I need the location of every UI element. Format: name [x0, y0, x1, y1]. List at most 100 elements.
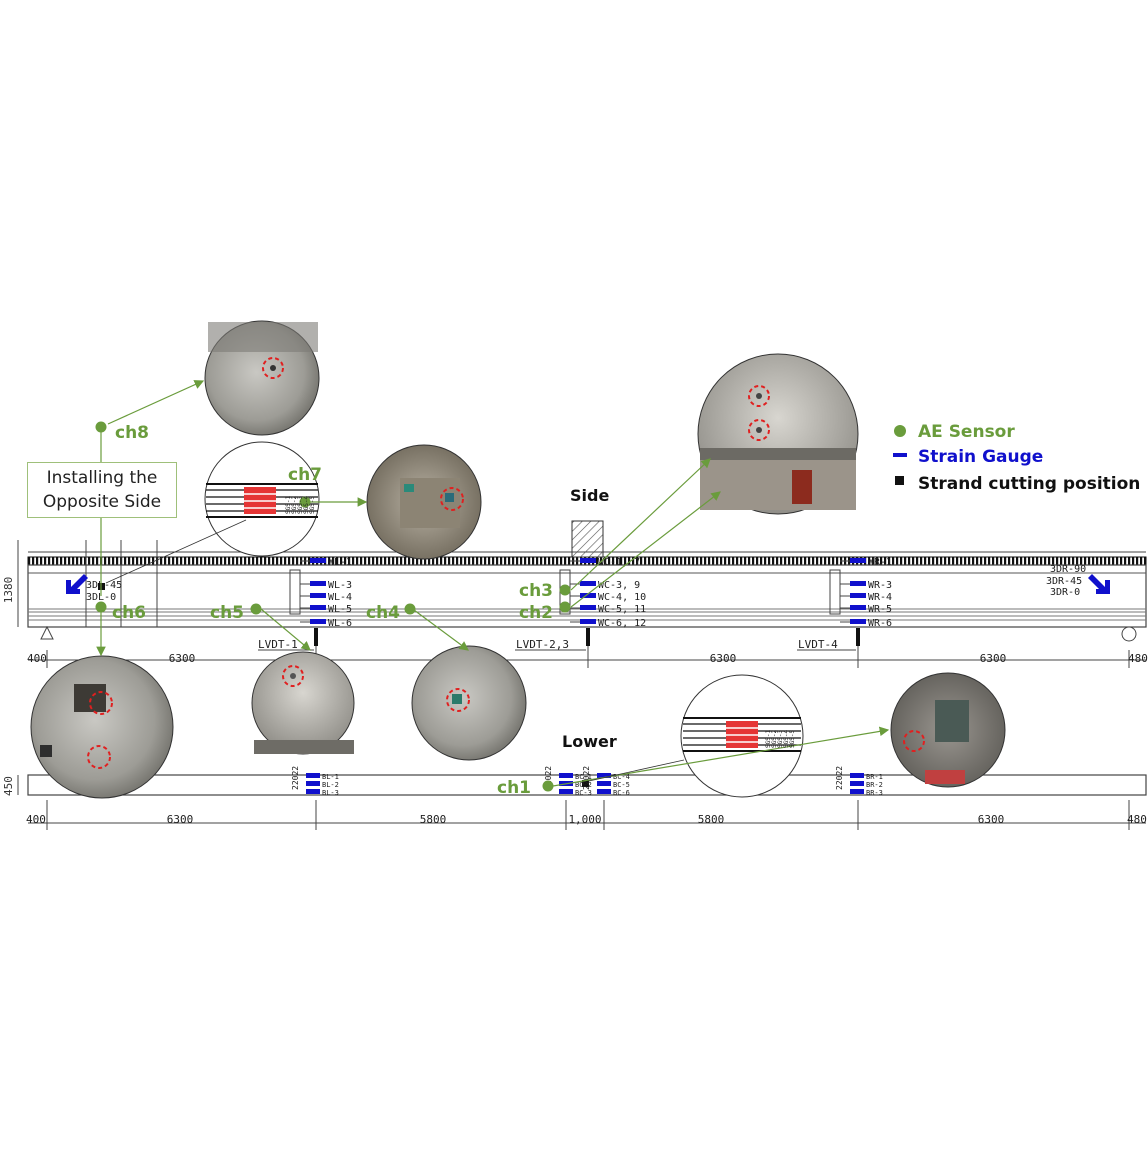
gauge-label-br-0: BR-1	[866, 773, 883, 781]
lower-dim-4: 5800	[698, 813, 725, 826]
ae-sensor-ch8	[95, 421, 107, 433]
gauge-label-wl-4: WL-6	[328, 618, 352, 629]
ae-sensor-ch5	[250, 603, 262, 615]
strain-gauge-wc-4	[580, 619, 596, 624]
leader-lines-black	[105, 519, 685, 782]
sensor-highlight	[282, 665, 304, 687]
side-gauges: WL-1WL-3WL-4WL-5WL-6WC-1, 7WC-3, 9WC-4, …	[289, 557, 892, 629]
strain-gauge-br-1	[850, 781, 864, 786]
gauge-label-wc-1: WC-3, 9	[598, 580, 640, 591]
channel-label-ch4: ch4	[366, 603, 400, 623]
side-dim-2: 6300	[710, 652, 737, 665]
gauge-label-wc-4: WC-6, 12	[598, 618, 646, 629]
spacing-label-bl: 22022	[291, 766, 300, 790]
strand-label-0-1: SGS-2	[291, 496, 298, 514]
legend-ae-dot	[894, 425, 906, 437]
opposite-side-callout: Installing the Opposite Side	[27, 462, 177, 518]
girder-lower-outline	[27, 774, 1147, 796]
lower-view: 450 400 6300 5800 1,000 5800 6300 480 22…	[2, 766, 1147, 830]
lower-dim-0: 400	[26, 813, 46, 826]
lower-view-title: Lower	[562, 732, 617, 751]
diag-right-0: 3DR-90	[1050, 564, 1086, 575]
rosette-left-arrow	[66, 574, 88, 594]
side-dim-1: 6300	[169, 652, 196, 665]
strand-cut-marker-lower	[582, 780, 589, 787]
strain-gauge-br-2	[850, 789, 864, 794]
lvdt-label-2: LVDT-2,3	[516, 638, 569, 651]
sensor-highlight	[748, 419, 770, 441]
ae-sensor-ch7	[299, 496, 311, 508]
ae-sensor-ch6	[95, 601, 107, 613]
strain-gauge-wl-2	[310, 593, 326, 598]
side-dim-0: 400	[27, 652, 47, 665]
diag-left-1: 3DL-0	[86, 592, 116, 603]
gauge-label-bl-0: BL-1	[322, 773, 339, 781]
gauge-label-bca-0: BC-1	[575, 773, 592, 781]
gauge-label-br-1: BR-2	[866, 781, 883, 789]
diag-right-1: 3DR-45	[1046, 576, 1082, 587]
gauge-label-wc-3: WC-5, 11	[598, 604, 646, 615]
strand-label-1-2: SGS-3	[777, 730, 784, 748]
ae-sensor-ch4	[404, 603, 416, 615]
legend-ae-label: AE Sensor	[918, 422, 1015, 442]
strain-gauge-wl-3	[310, 605, 326, 610]
photo-ch1	[890, 672, 1006, 788]
gauge-label-bcb-1: BC-5	[613, 781, 630, 789]
gauge-label-bl-1: BL-2	[322, 781, 339, 789]
gauge-label-wr-4: WR-6	[868, 618, 892, 629]
strain-gauge-bl-0	[306, 773, 320, 778]
side-dim-3: 6300	[980, 652, 1007, 665]
ae-sensor-ch1	[542, 780, 554, 792]
side-view: 1380 400 6300 6300 6300 480 LVDT-1 LVDT-…	[2, 520, 1148, 668]
gauge-label-wl-1: WL-3	[328, 580, 352, 591]
gauge-label-bca-2: BC-3	[575, 789, 592, 797]
photo-ch7	[366, 444, 482, 560]
gauge-label-wc-0: WC-1, 7	[598, 557, 640, 568]
strain-gauge-bcb-0	[597, 773, 611, 778]
spacing-label-bca: 22022	[544, 766, 553, 790]
strand-label-0-4: SGS-5	[309, 496, 316, 514]
lower-dim-1: 6300	[167, 813, 194, 826]
strain-gauge-bcb-2	[597, 789, 611, 794]
lvdt-label-3: LVDT-4	[798, 638, 838, 651]
gauge-label-bcb-0: BC-4	[613, 773, 630, 781]
sensor-highlight	[262, 357, 284, 379]
lvdt-label-1: LVDT-1	[258, 638, 298, 651]
gauge-label-wr-3: WR-5	[868, 604, 892, 615]
sensor-highlight	[748, 385, 770, 407]
legend-gauge-label: Strain Gauge	[918, 447, 1043, 467]
strain-gauge-wr-1	[850, 581, 866, 586]
strain-gauge-bcb-1	[597, 781, 611, 786]
strain-gauge-wl-0	[310, 558, 326, 563]
gauge-label-wr-2: WR-4	[868, 592, 892, 603]
callout-line-1: Installing the	[46, 468, 158, 488]
diag-right-2: 3DR-0	[1050, 587, 1080, 598]
sensor-highlight	[87, 745, 111, 769]
strain-gauge-br-0	[850, 773, 864, 778]
strain-gauge-bl-2	[306, 789, 320, 794]
legend-strand-label: Strand cutting position	[918, 474, 1140, 494]
gauge-label-wl-0: WL-1	[328, 557, 352, 568]
gauge-label-wr-0: WR-1	[868, 557, 892, 568]
strain-gauge-wc-2	[580, 593, 596, 598]
strain-gauge-wr-0	[850, 558, 866, 563]
photo-ch8	[204, 320, 320, 436]
channel-label-ch8: ch8	[115, 423, 149, 443]
ae-sensor-ch3	[559, 584, 571, 596]
strand-label-1-3: SGS-4	[783, 730, 790, 748]
strain-gauge-wl-1	[310, 581, 326, 586]
strain-gauge-wr-3	[850, 605, 866, 610]
photo-strand-side	[204, 441, 320, 557]
photo-ch4	[411, 645, 527, 761]
channel-label-ch7: ch7	[288, 465, 322, 485]
girder-side-outline	[27, 564, 1147, 628]
lower-dim-3: 1,000	[568, 813, 601, 826]
gauge-label-bca-1: BC-2	[575, 781, 592, 789]
callout-line-2: Opposite Side	[42, 492, 162, 512]
gauge-label-wl-2: WL-4	[328, 592, 352, 603]
lower-dim-5: 6300	[978, 813, 1005, 826]
sensor-highlight	[440, 487, 464, 511]
